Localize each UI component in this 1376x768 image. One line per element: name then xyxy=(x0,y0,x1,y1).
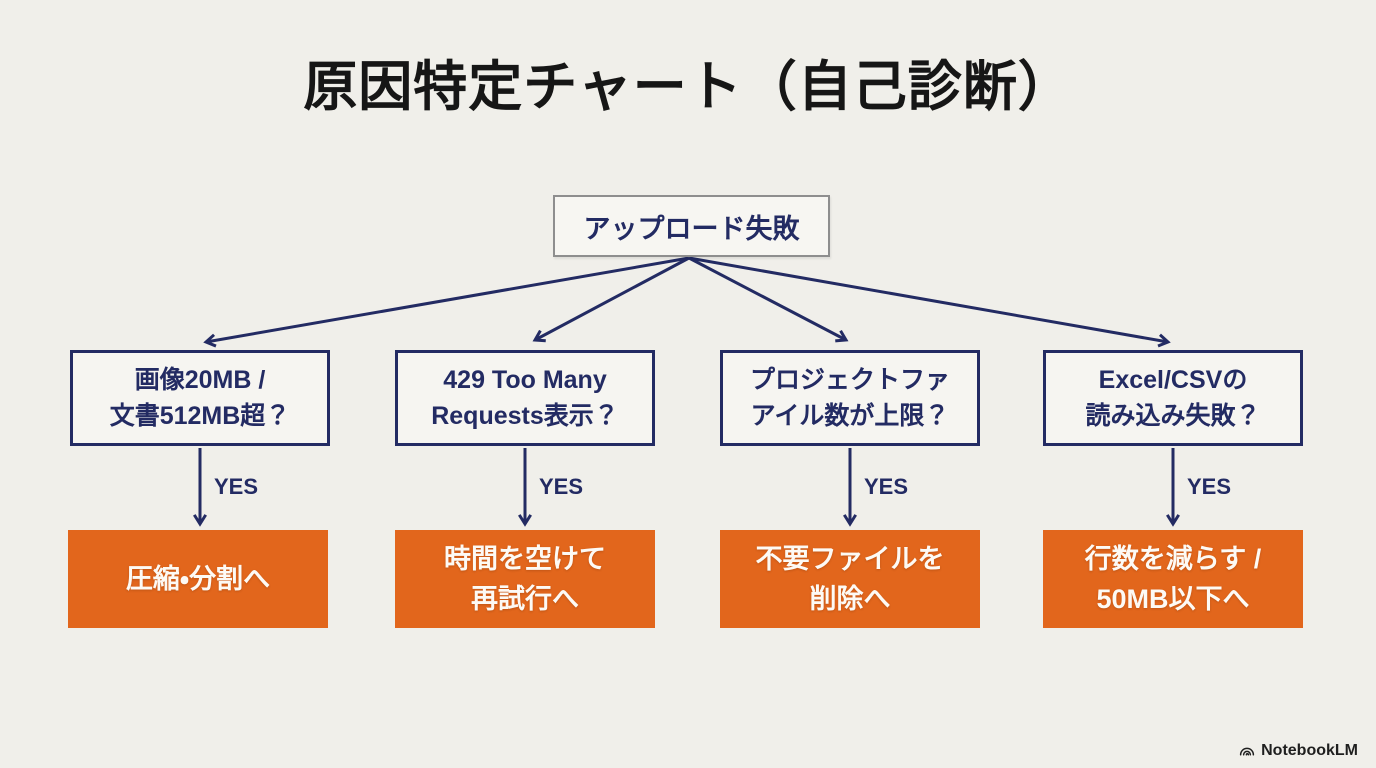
page-title: 原因特定チャート（自己診断） xyxy=(303,57,1073,117)
action-line: 再試行へ xyxy=(471,584,579,614)
node-question-file-count: プロジェクトファ アイル数が上限？ xyxy=(720,350,980,446)
yes-label-2: YES xyxy=(539,474,584,499)
action-line: 圧縮・分割へ xyxy=(125,564,271,594)
arrow-root-to-branch-2 xyxy=(532,256,690,343)
node-action-compress-split: 圧縮・分割へ xyxy=(68,530,328,628)
question-line: 文書512MB超？ xyxy=(109,402,291,430)
node-action-reduce-rows: 行数を減らす / 50MB以下へ xyxy=(1043,530,1303,628)
action-line: 不要ファイルを xyxy=(755,544,945,574)
question-line: Requests表示？ xyxy=(431,402,619,430)
action-line: 50MB以下へ xyxy=(1096,584,1250,614)
arrow-root-to-branch-3 xyxy=(688,256,849,343)
question-line: Excel/CSVの xyxy=(1098,366,1248,394)
arrow-root-to-branch-4 xyxy=(688,256,1171,348)
node-question-size-limit: 画像20MB / 文書512MB超？ xyxy=(70,350,330,446)
notebooklm-logo-icon xyxy=(1238,742,1256,760)
node-question-excel-csv: Excel/CSVの 読み込み失敗？ xyxy=(1043,350,1303,446)
node-upload-failure: アップロード失敗 xyxy=(553,195,830,257)
yes-label-3: YES xyxy=(864,474,909,499)
node-question-429: 429 Too Many Requests表示？ xyxy=(395,350,655,446)
node-upload-failure-label: アップロード失敗 xyxy=(583,213,800,244)
question-line: 画像20MB / xyxy=(134,366,266,394)
node-action-retry-later: 時間を空けて 再試行へ xyxy=(395,530,655,628)
arrow-root-to-branch-1 xyxy=(203,256,690,348)
question-line: 429 Too Many xyxy=(443,366,607,394)
action-line: 行数を減らす / xyxy=(1084,544,1262,574)
node-action-delete-files: 不要ファイルを 削除へ xyxy=(720,530,980,628)
yes-label-1: YES xyxy=(214,474,259,499)
action-line: 削除へ xyxy=(809,584,891,614)
question-line: プロジェクトファ xyxy=(749,366,950,394)
action-line: 時間を空けて xyxy=(444,544,606,574)
notebooklm-watermark: NotebookLM xyxy=(1238,742,1358,760)
yes-label-4: YES xyxy=(1187,474,1232,499)
question-line: アイル数が上限？ xyxy=(750,402,950,430)
question-line: 読み込み失敗？ xyxy=(1085,402,1261,430)
notebooklm-logo-text: NotebookLM xyxy=(1261,742,1358,759)
